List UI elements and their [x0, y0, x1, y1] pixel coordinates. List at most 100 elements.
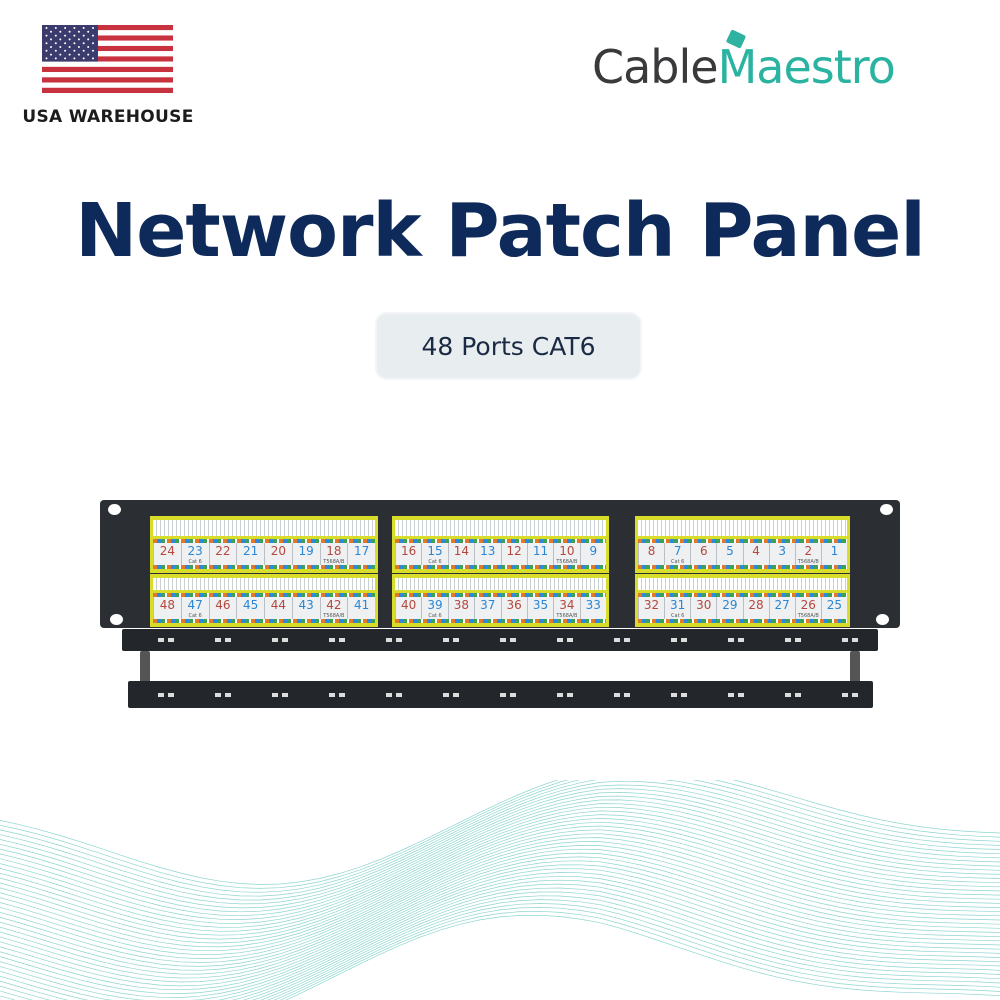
lacing-slot: [396, 693, 402, 697]
usa-warehouse-label: USA WAREHOUSE: [22, 107, 194, 127]
port-number: 45: [242, 598, 259, 612]
wave-line: [0, 872, 1000, 994]
port-number: 15: [427, 544, 443, 558]
wave-line: [0, 903, 1000, 1000]
page-title: Network Patch Panel: [75, 188, 925, 274]
lacing-slot: [453, 638, 459, 642]
port-label: 16: [395, 543, 422, 565]
logo-part-maestro: Maestro: [717, 40, 896, 94]
wave-line: [0, 780, 1000, 897]
wave-line: [0, 795, 1000, 917]
port-number: 32: [643, 598, 660, 612]
mount-hole: [880, 504, 893, 515]
lacing-slot: [443, 693, 449, 697]
port-label: 14: [447, 543, 475, 565]
port-label: 13: [474, 543, 501, 565]
port-number: 31: [670, 598, 686, 612]
port-label: 44: [264, 597, 292, 619]
wave-line: [0, 780, 1000, 889]
usa-flag-icon: [42, 25, 173, 93]
port-number: 38: [453, 598, 470, 612]
port-number: 39: [427, 598, 443, 612]
port-label: 35: [526, 597, 554, 619]
port-number: 28: [748, 598, 764, 612]
lacing-slot: [567, 638, 573, 642]
port-number: 8: [647, 544, 656, 558]
port-label: Cat 6: [188, 613, 202, 619]
lacing-slot: [614, 693, 620, 697]
mount-hole: [876, 614, 889, 625]
port-label: 30: [690, 597, 717, 619]
wave-decoration: [0, 780, 1000, 1000]
lacing-slot: [557, 638, 563, 642]
port-number: 42: [326, 598, 342, 612]
wave-line: [0, 852, 1000, 975]
wave-line: [0, 814, 1000, 936]
port-number: 6: [699, 544, 708, 558]
lacing-slot: [500, 693, 506, 697]
port-label: 27: [768, 597, 795, 619]
wave-line: [0, 780, 1000, 885]
lacing-slot: [329, 638, 335, 642]
wave-line: [0, 829, 1000, 952]
lacing-slot: [624, 638, 630, 642]
port-number: 46: [215, 598, 231, 612]
port-number: 25: [826, 598, 843, 612]
port-number: 35: [532, 598, 549, 612]
lacing-slot: [510, 693, 516, 697]
port-number: 10: [559, 544, 575, 558]
support-arm: [850, 651, 860, 683]
port-label: 33: [579, 597, 606, 619]
port-number: 14: [453, 544, 470, 558]
port-label: T568A/B: [797, 613, 819, 619]
cablemaestro-logo: CableMaestro: [592, 40, 896, 94]
wave-line: [0, 799, 1000, 920]
port-label: 40: [395, 597, 422, 619]
wave-line: [0, 780, 1000, 893]
port-label: Cat 6: [188, 559, 202, 565]
port-label: Cat 6: [671, 559, 685, 565]
port-number: 21: [242, 544, 259, 558]
port-label: 12: [500, 543, 527, 565]
lacing-slot: [386, 693, 392, 697]
wave-line: [0, 856, 1000, 979]
wave-line: [0, 845, 1000, 967]
lacing-slot: [510, 638, 516, 642]
wave-line: [0, 788, 1000, 909]
port-label: 32: [638, 597, 665, 619]
lacing-slot: [671, 693, 677, 697]
port-number: 23: [187, 544, 203, 558]
wave-line: [0, 864, 1000, 987]
support-arm: [140, 651, 150, 683]
lacing-slot: [852, 638, 858, 642]
wave-line: [0, 848, 1000, 971]
lacing-slot: [671, 638, 677, 642]
port-label: T568A/B: [797, 559, 819, 565]
lacing-slot: [329, 693, 335, 697]
port-number: 19: [298, 544, 314, 558]
ports-badge: 48 Ports CAT6: [375, 312, 642, 380]
lacing-slot: [795, 638, 801, 642]
port-label: 9: [579, 543, 606, 565]
port-number: 48: [159, 598, 176, 612]
logo-part-cable: Cable: [592, 40, 719, 94]
port-number: 5: [726, 544, 734, 558]
lacing-slot: [272, 638, 278, 642]
port-label: T568A/B: [556, 613, 578, 619]
port-number: 7: [673, 544, 682, 558]
port-label: T568A/B: [323, 613, 345, 619]
wave-line: [0, 821, 1000, 944]
port-number: 4: [752, 544, 760, 558]
port-number: 26: [800, 598, 816, 612]
lacing-slot: [842, 693, 848, 697]
wave-line: [0, 875, 1000, 998]
wave-line: [0, 891, 1000, 1000]
port-number: 27: [774, 598, 790, 612]
lacing-slot: [158, 693, 164, 697]
